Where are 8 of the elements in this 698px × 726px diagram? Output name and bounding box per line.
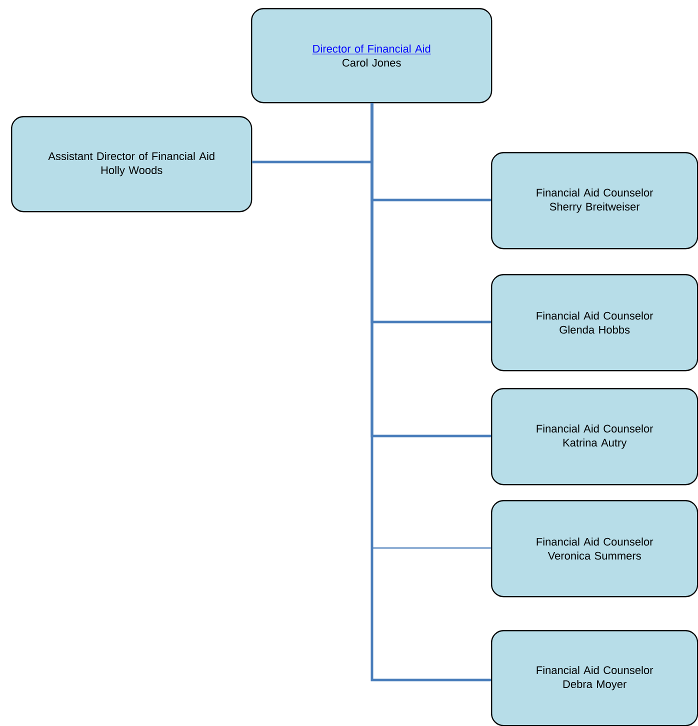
org-box: Director of Financial Aid Carol Jones: [251, 8, 492, 104]
org-box: Financial Aid Counselor Sherry Breitweiser: [491, 152, 698, 250]
org-box: Financial Aid Counselor Glenda Hobbs: [491, 274, 698, 372]
org-box: Financial Aid Counselor Katrina Autry: [491, 388, 698, 486]
org-box: Financial Aid Counselor Debra Moyer: [491, 630, 698, 726]
org-box: Assistant Director of Financial Aid Holly Woods: [11, 116, 252, 212]
connector-line: [370, 103, 491, 682]
org-box: Financial Aid Counselor Veronica Summers: [491, 500, 698, 598]
